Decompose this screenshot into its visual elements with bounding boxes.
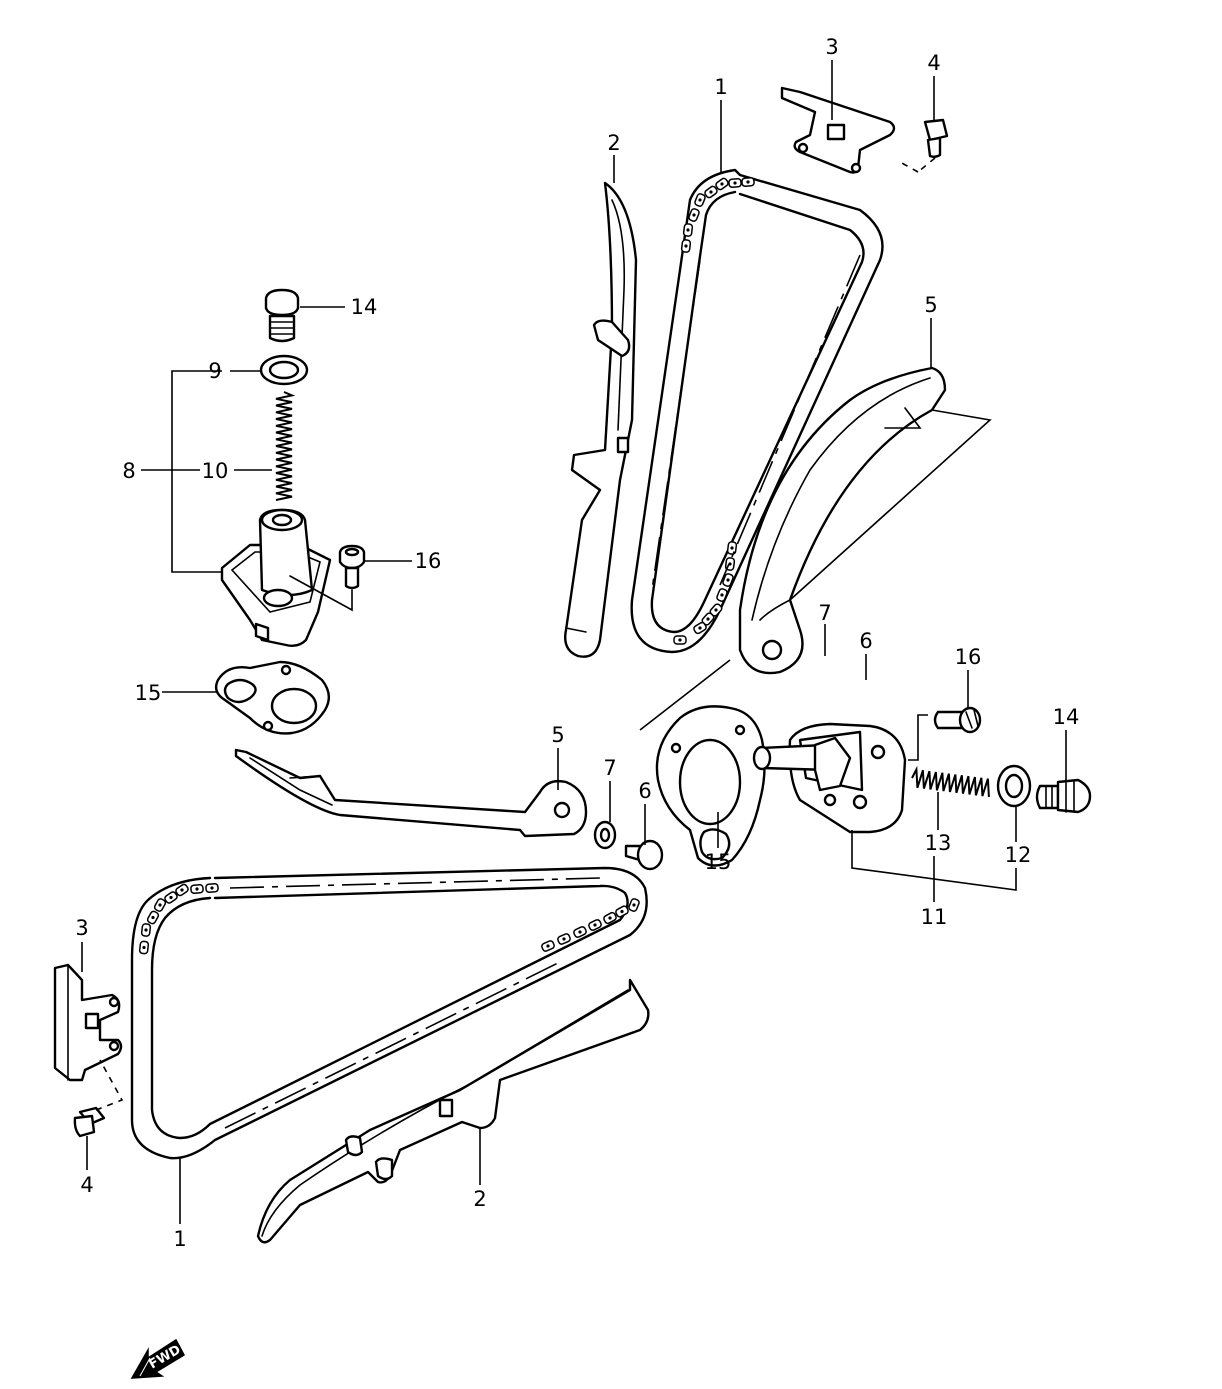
washer-left [259,354,309,386]
callout-labels: 1 2 3 4 5 14 9 8 10 16 15 7 6 16 14 5 7 … [75,35,1079,1251]
washer-right [996,764,1032,808]
callout-5-lower: 5 [551,723,564,747]
callout-14-right: 14 [1053,705,1080,729]
tensioner-bolt-right [908,706,982,761]
cam-chain-upper [630,168,884,654]
callout-14-left: 14 [351,295,378,319]
callout-3-upper: 3 [825,35,838,59]
callout-16-right: 16 [955,645,982,669]
gasket-left [214,660,330,735]
bolt-upper [899,118,949,173]
tensioner-guide-lower [234,748,588,838]
tensioner-guide-upper [738,366,992,675]
chain-guide-lower [256,978,650,1244]
fwd-direction-badge: FWD [130,1338,185,1379]
callout-7-lower: 7 [603,756,616,780]
tensioner-cap-bolt-left [264,288,300,343]
gasket-right [655,705,766,867]
callout-8: 8 [122,459,135,483]
cam-chain-lower [130,866,648,1160]
chain-guide-bracket-lower [53,963,123,1082]
leader-lines [81,60,1067,1224]
callout-6-lower: 6 [638,779,651,803]
callout-13: 13 [925,831,952,855]
callout-2-lower: 2 [473,1187,486,1211]
callout-5-upper: 5 [924,293,937,317]
callout-15-right: 15 [705,850,732,874]
callout-11: 11 [921,905,948,929]
callout-4-lower: 4 [80,1173,93,1197]
callout-2-upper: 2 [607,131,620,155]
callout-1-lower: 1 [173,1227,186,1251]
callout-15-left: 15 [135,681,162,705]
callout-6-upper: 6 [859,629,872,653]
callout-1-upper: 1 [714,75,727,99]
callout-7-upper: 7 [818,601,831,625]
callout-16-left: 16 [415,549,442,573]
chain-guide-upper [564,181,638,658]
washer-lower [593,820,617,850]
callout-10: 10 [202,459,229,483]
tensioner-bolt-left [338,544,366,590]
tensioner-cap-bolt-right [1035,778,1092,814]
callout-3-lower: 3 [75,916,88,940]
pivot-bolt-lower [624,839,664,871]
tensioner-body-left [220,508,353,648]
callout-4-upper: 4 [927,51,940,75]
spring-right [911,765,990,797]
callout-12: 12 [1005,843,1032,867]
tensioner-body-right [752,722,907,834]
callout-9: 9 [208,359,221,383]
spring-left [275,391,296,501]
bolt-lower [73,1059,124,1138]
chain-guide-bracket-upper [780,86,896,174]
